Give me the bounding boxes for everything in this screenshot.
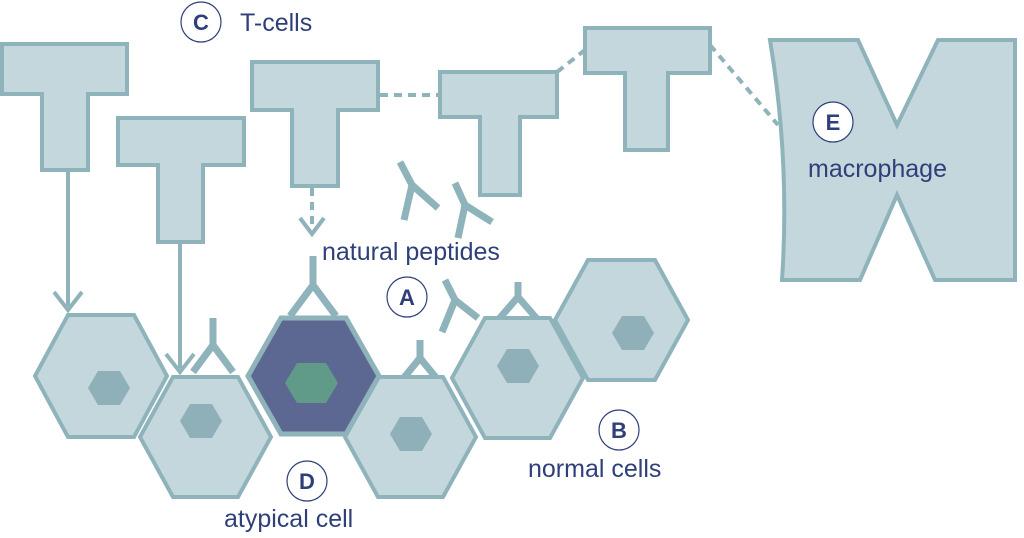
badge-d: D [286,460,328,502]
t-cell [438,70,559,197]
label-natural-peptides: natural peptides [322,238,500,266]
svg-text:A: A [399,285,415,310]
badge-e: E [812,101,854,143]
t-cell [116,116,246,244]
badge-a: A [386,276,428,318]
macrophage [767,38,1017,282]
arrowhead-icon [298,216,326,238]
t-cell [583,26,712,152]
nucleus [88,371,130,405]
t-cell [0,42,129,172]
nucleus [497,349,539,383]
label-t-cells: T-cells [240,9,312,37]
nucleus [180,404,222,438]
label-macrophage: macrophage [808,155,947,183]
nucleus [390,417,432,451]
floating-peptide [451,181,494,239]
badge-b: B [598,409,640,451]
receptor [399,340,441,383]
label-normal-cells: normal cells [528,455,661,483]
t-cells [0,26,712,244]
floating-peptide [438,278,481,334]
svg-text:C: C [193,10,209,35]
nucleus [612,316,654,350]
receptor [190,318,236,375]
dashed-link-t4-t5 [555,48,587,74]
t-cell [250,60,380,188]
arrowhead-icon [52,290,84,314]
connectors [52,43,780,376]
dashed-link-t5-macrophage [708,43,780,127]
badge-c: C [180,1,222,43]
svg-text:E: E [826,110,841,135]
floating-peptide [396,160,441,221]
peptides [190,160,541,383]
receptor [287,256,339,319]
atypical-nucleus [285,363,338,403]
svg-text:B: B [611,418,627,443]
svg-text:D: D [299,469,315,494]
receptor [495,282,541,323]
cells [32,258,691,499]
label-atypical-cell: atypical cell [224,505,353,533]
arrowhead-icon [164,352,196,376]
